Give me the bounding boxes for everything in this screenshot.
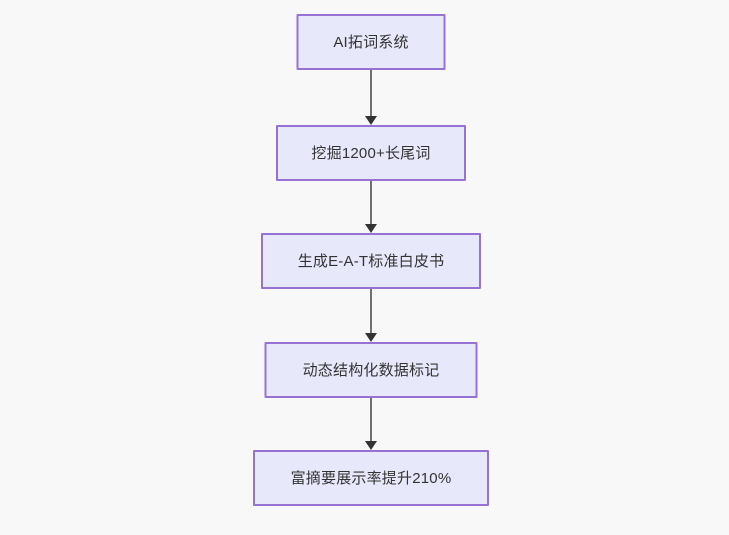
flow-node-label: 挖掘1200+长尾词 bbox=[311, 144, 431, 162]
edge-line bbox=[370, 70, 372, 116]
arrowhead-icon bbox=[365, 224, 377, 233]
arrowhead-icon bbox=[365, 333, 377, 342]
edge-line bbox=[370, 181, 372, 224]
flow-node-2[interactable]: 挖掘1200+长尾词 bbox=[276, 125, 466, 181]
arrowhead-icon bbox=[365, 116, 377, 125]
flow-node-5[interactable]: 富摘要展示率提升210% bbox=[253, 450, 489, 506]
edge-line bbox=[370, 398, 372, 441]
flow-node-4[interactable]: 动态结构化数据标记 bbox=[264, 342, 478, 398]
flow-node-label: AI拓词系统 bbox=[333, 33, 409, 51]
flow-node-label: 动态结构化数据标记 bbox=[302, 361, 440, 379]
arrowhead-icon bbox=[365, 441, 377, 450]
flow-node-1[interactable]: AI拓词系统 bbox=[296, 14, 446, 70]
flow-node-label: 富摘要展示率提升210% bbox=[290, 469, 452, 487]
flow-node-3[interactable]: 生成E-A-T标准白皮书 bbox=[261, 233, 481, 289]
flow-node-label: 生成E-A-T标准白皮书 bbox=[297, 252, 445, 270]
edge-line bbox=[370, 289, 372, 333]
